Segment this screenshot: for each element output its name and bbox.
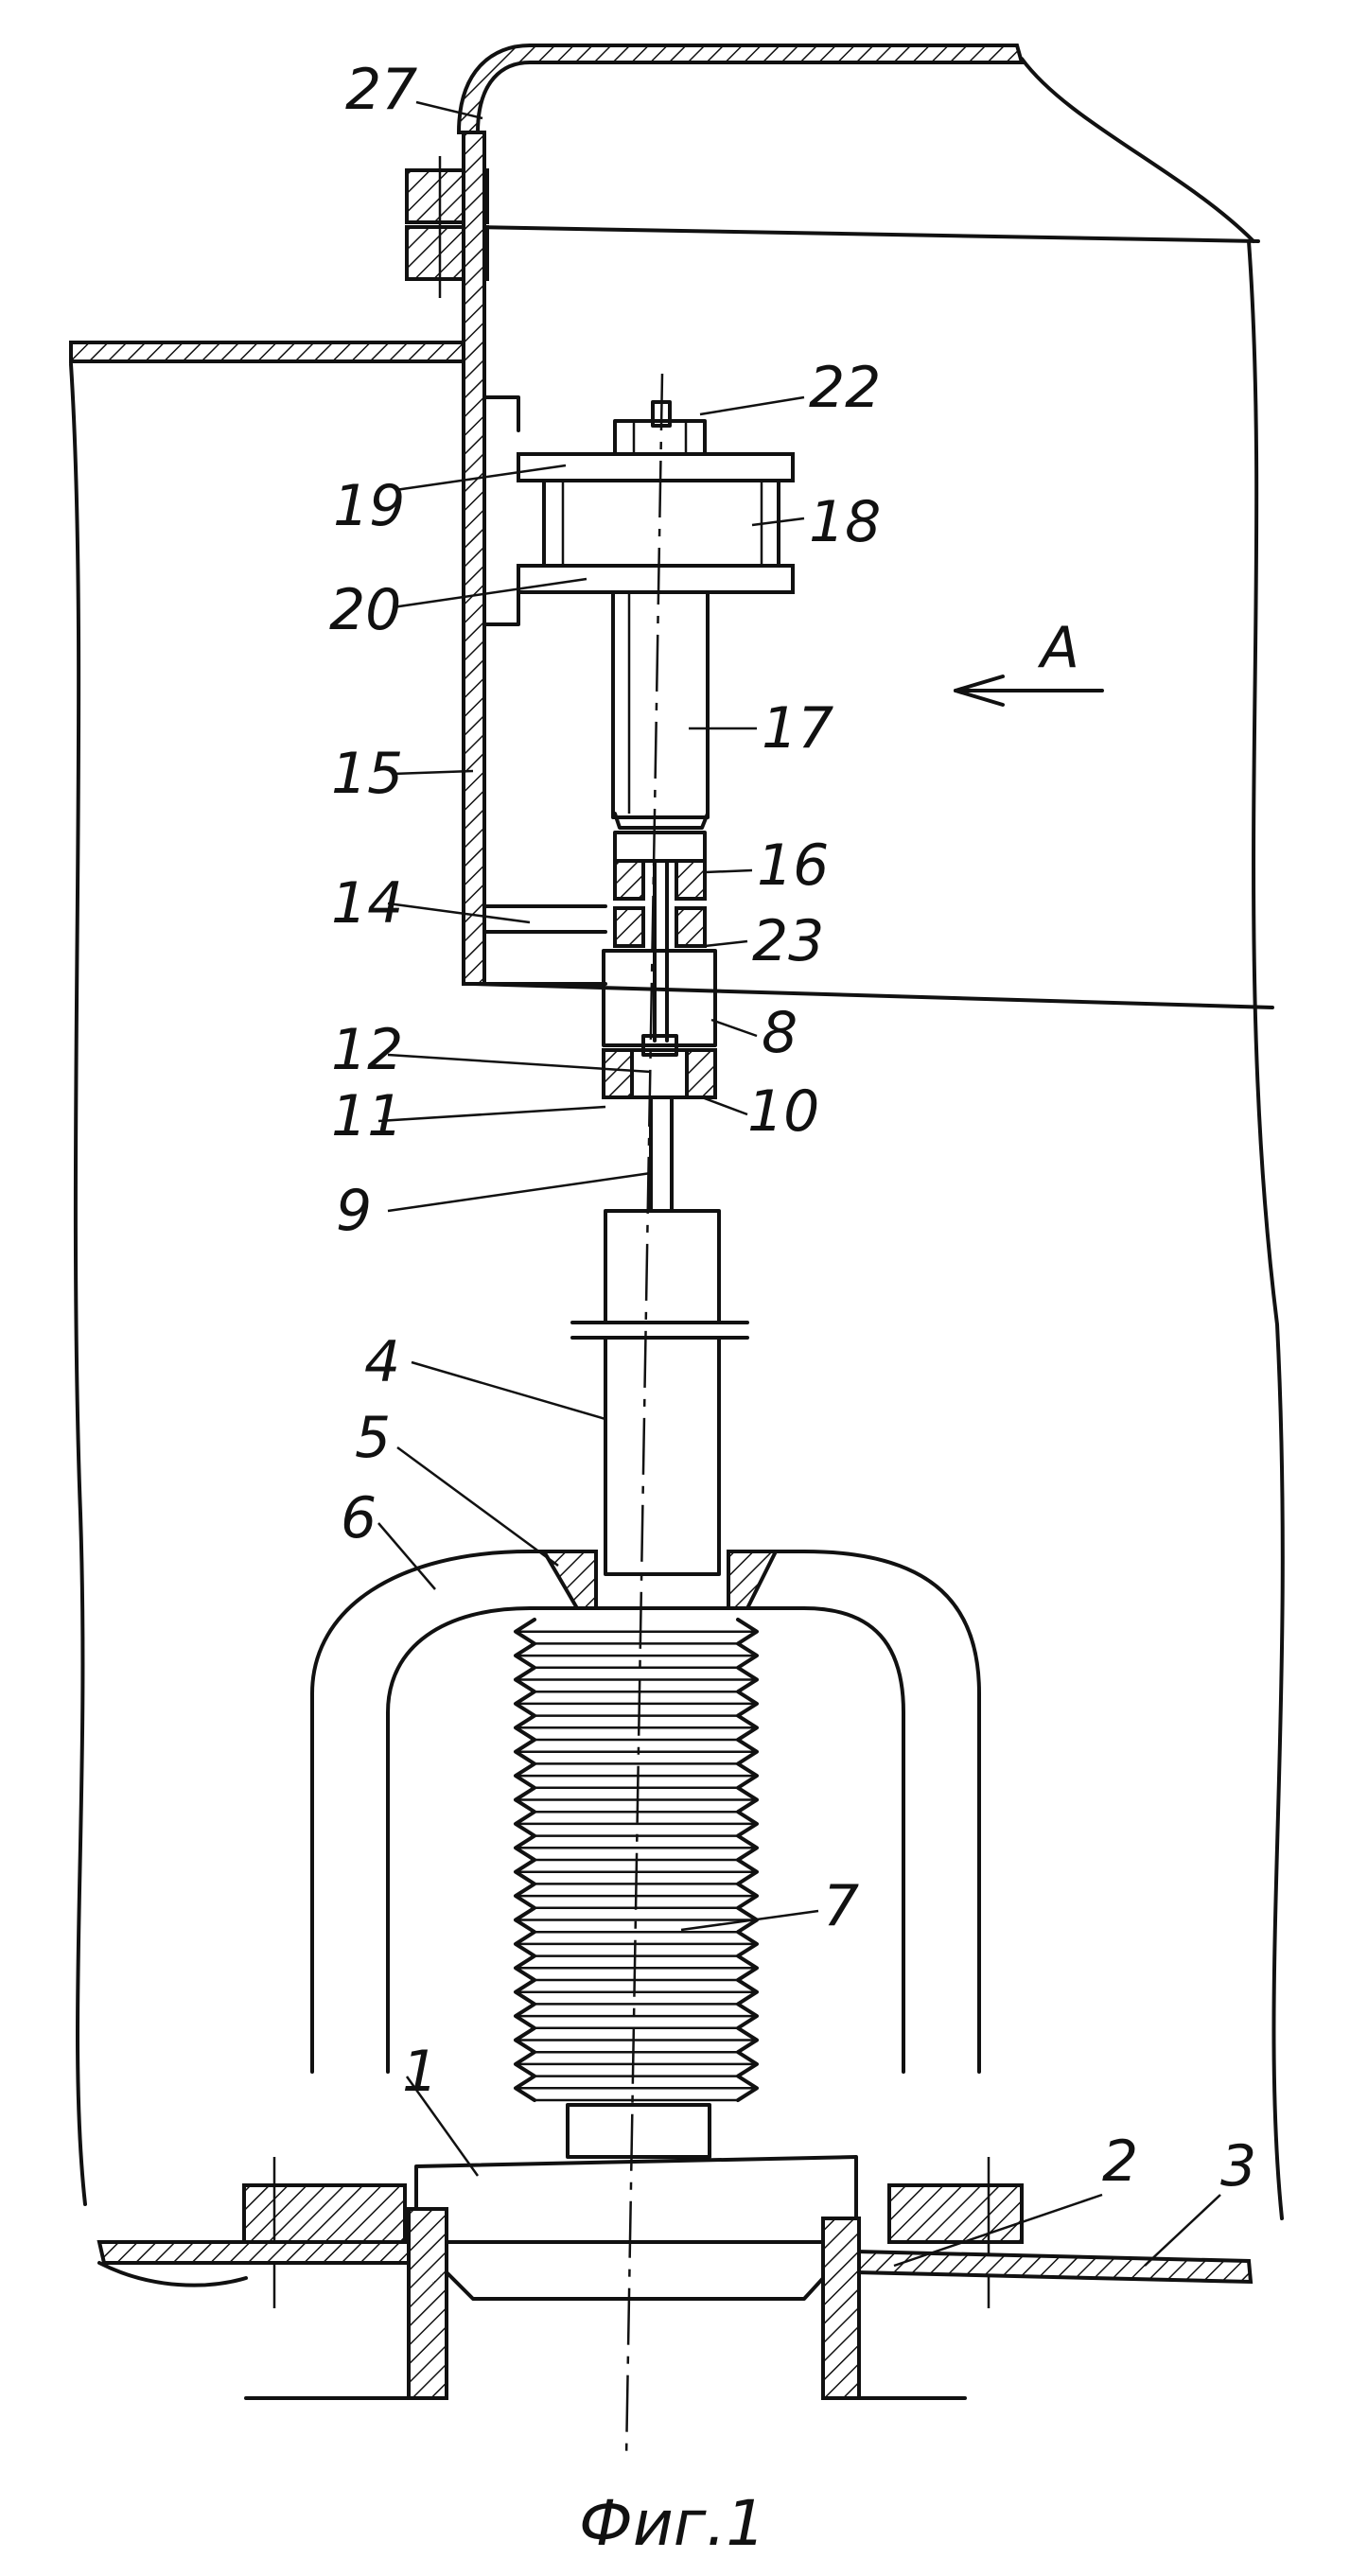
part-label-23: 23 <box>752 908 824 974</box>
part-label-27: 27 <box>345 57 417 123</box>
drum-assembly <box>482 395 795 626</box>
stem-4 <box>540 1095 780 1610</box>
cylinder-17 <box>611 590 710 830</box>
part-label-1: 1 <box>402 2039 438 2105</box>
part-label-11: 11 <box>331 1083 403 1149</box>
bellows-rib <box>516 1726 757 1742</box>
bellows-rib <box>516 1678 757 1693</box>
part-label-17: 17 <box>762 695 833 762</box>
part-label-9: 9 <box>336 1178 372 1244</box>
part-label-7: 7 <box>823 1873 859 1939</box>
bellows-rib <box>516 1990 757 2006</box>
bellows-rib <box>516 1822 757 1837</box>
part-label-18: 18 <box>809 489 881 555</box>
valve-disc-1 <box>414 2155 858 2301</box>
block-8 <box>602 949 717 1099</box>
view-arrow-a: A <box>954 615 1104 707</box>
part-label-3: 3 <box>1220 2133 1256 2199</box>
coupling-16 <box>613 831 707 1043</box>
part-label-5: 5 <box>355 1405 391 1471</box>
leader-lines <box>377 100 1221 2268</box>
bellows-rib <box>516 2014 757 2030</box>
bellows-rib <box>516 2062 757 2077</box>
part-label-6: 6 <box>341 1485 377 1551</box>
figure-caption: Фиг.1 <box>579 2487 765 2560</box>
part-label-14: 14 <box>331 870 403 937</box>
part-label-10: 10 <box>747 1078 819 1145</box>
view-marker: A <box>1037 615 1079 681</box>
upper-wall-left <box>69 341 470 363</box>
part-label-22: 22 <box>809 355 881 421</box>
bellows-rib <box>516 1919 757 1934</box>
bellows-rib <box>516 1750 757 1765</box>
bellows-rib <box>516 1654 757 1670</box>
part-label-20: 20 <box>329 577 401 643</box>
part-label-19: 19 <box>333 473 405 539</box>
bellows-rib <box>516 1967 757 1982</box>
bellows-rib <box>516 1798 757 1814</box>
part-label-4: 4 <box>364 1329 400 1395</box>
part-label-15: 15 <box>331 741 403 807</box>
outer-housing <box>69 44 1285 2220</box>
bellows-rib <box>516 2039 757 2054</box>
bonnet-6 <box>310 1550 981 2074</box>
centerline <box>624 373 664 2461</box>
part-label-16: 16 <box>757 832 829 899</box>
bellows-rib <box>516 1774 757 1790</box>
bottom-plate <box>96 2157 1254 2400</box>
bellows-rib <box>516 1630 757 1645</box>
part-label-8: 8 <box>762 1000 798 1066</box>
part-label-2: 2 <box>1102 2129 1138 2195</box>
bellows-rib <box>516 1702 757 1717</box>
top-cap <box>456 44 1025 134</box>
bellows-rib <box>516 2087 757 2102</box>
part-label-12: 12 <box>331 1017 403 1083</box>
drive-housing <box>462 131 607 986</box>
